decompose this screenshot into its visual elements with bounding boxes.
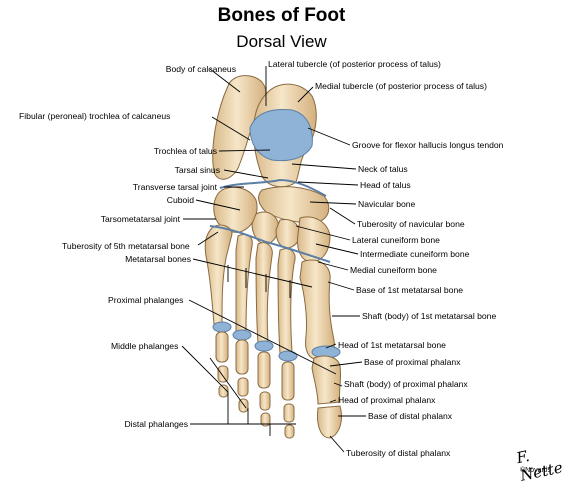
label-base-1st-metatarsal: Base of 1st metatarsal bone [356, 285, 464, 295]
metatarsal-2-bone [277, 248, 296, 355]
label-shaft-1st-metatarsal: Shaft (body) of 1st metatarsal bone [362, 311, 497, 321]
distal-phalanx [260, 412, 271, 427]
joint-lines [209, 178, 331, 263]
label-lateral-cuneiform: Lateral cuneiform bone [352, 235, 440, 245]
label-distal-phalanges: Distal phalanges [124, 419, 188, 429]
distal-phalanx-great-toe [317, 405, 343, 439]
metatarsal-head-cartilage [278, 350, 298, 362]
label-head-proximal-phalanx: Head of proximal phalanx [338, 395, 436, 405]
metatarsal-head-cartilage [232, 329, 252, 341]
distal-phalanx [238, 398, 249, 413]
intermediate-cuneiform-bone [275, 219, 301, 249]
proximal-phalanx [215, 331, 229, 363]
tarsometatarsal-joint-line [209, 225, 331, 263]
distal-phalanx [284, 424, 295, 439]
diagram-title: Bones of Foot [217, 5, 346, 26]
label-base-proximal-phalanx: Base of proximal phalanx [364, 357, 461, 367]
proximal-phalanx [235, 339, 249, 375]
label-medial-tubercle: Medial tubercle (of posterior process of… [315, 81, 487, 91]
lateral-cuneiform-bone [251, 211, 279, 245]
label-transverse-tarsal-joint: Transverse tarsal joint [132, 182, 217, 192]
label-medial-cuneiform: Medial cuneiform bone [350, 265, 437, 275]
label-groove-fhl: Groove for flexor hallucis longus tendon [352, 140, 504, 150]
transverse-tarsal-joint-line [219, 178, 327, 197]
metatarsal-4-bone [235, 233, 253, 333]
metatarsal-1-bone [299, 259, 335, 361]
label-intermediate-cuneiform: Intermediate cuneiform bone [360, 249, 470, 259]
label-tuberosity-distal-phalanx: Tuberosity of distal phalanx [346, 448, 451, 458]
label-navicular-bone: Navicular bone [358, 199, 416, 209]
label-tarsal-sinus: Tarsal sinus [174, 165, 220, 175]
label-shaft-proximal-phalanx: Shaft (body) of proximal phalanx [344, 379, 468, 389]
proximal-phalanx [257, 351, 271, 389]
label-head-1st-metatarsal: Head of 1st metatarsal bone [338, 340, 446, 350]
copyright-notice: ©Novartis [520, 467, 551, 474]
leader-lines [181, 66, 366, 453]
label-trochlea-of-talus: Trochlea of talus [153, 146, 217, 156]
label-tuberosity-navicular: Tuberosity of navicular bone [357, 219, 465, 229]
proximal-phalanx-great-toe [311, 355, 342, 405]
label-middle-phalanges: Middle phalanges [111, 341, 179, 351]
label-proximal-phalanges: Proximal phalanges [108, 295, 184, 305]
label-body-of-calcaneus: Body of calcaneus [165, 64, 236, 74]
label-base-distal-phalanx: Base of distal phalanx [368, 411, 453, 421]
middle-phalanx [217, 365, 229, 383]
foot-bones [204, 75, 343, 439]
label-neck-of-talus: Neck of talus [358, 164, 408, 174]
calcaneus-bone [212, 75, 267, 180]
label-head-of-talus: Head of talus [360, 180, 411, 190]
label-fibular-trochlea: Fibular (peroneal) trochlea of calcaneus [19, 111, 171, 121]
metatarsal-3-bone [255, 242, 273, 345]
medial-cuneiform-bone [297, 216, 331, 263]
metatarsal-head-cartilage [254, 340, 274, 352]
label-lateral-tubercle: Lateral tubercle (of posterior process o… [268, 59, 441, 69]
distal-phalanx [218, 384, 229, 398]
label-tuberosity-5th-metatarsal: Tuberosity of 5th metatarsal bone [62, 241, 190, 251]
label-tarsometatarsal-joint: Tarsometatarsal joint [100, 214, 180, 224]
metatarsal-head-cartilage [212, 321, 232, 333]
middle-phalanx [237, 377, 249, 397]
middle-phalanx [283, 403, 295, 423]
trochlea-cartilage [249, 109, 313, 162]
diagram-subtitle: Dorsal View [236, 32, 327, 51]
middle-phalanx [259, 391, 271, 411]
proximal-phalanx [281, 361, 295, 401]
label-metatarsal-bones: Metatarsal bones [125, 254, 191, 264]
label-cuboid: Cuboid [166, 195, 194, 205]
